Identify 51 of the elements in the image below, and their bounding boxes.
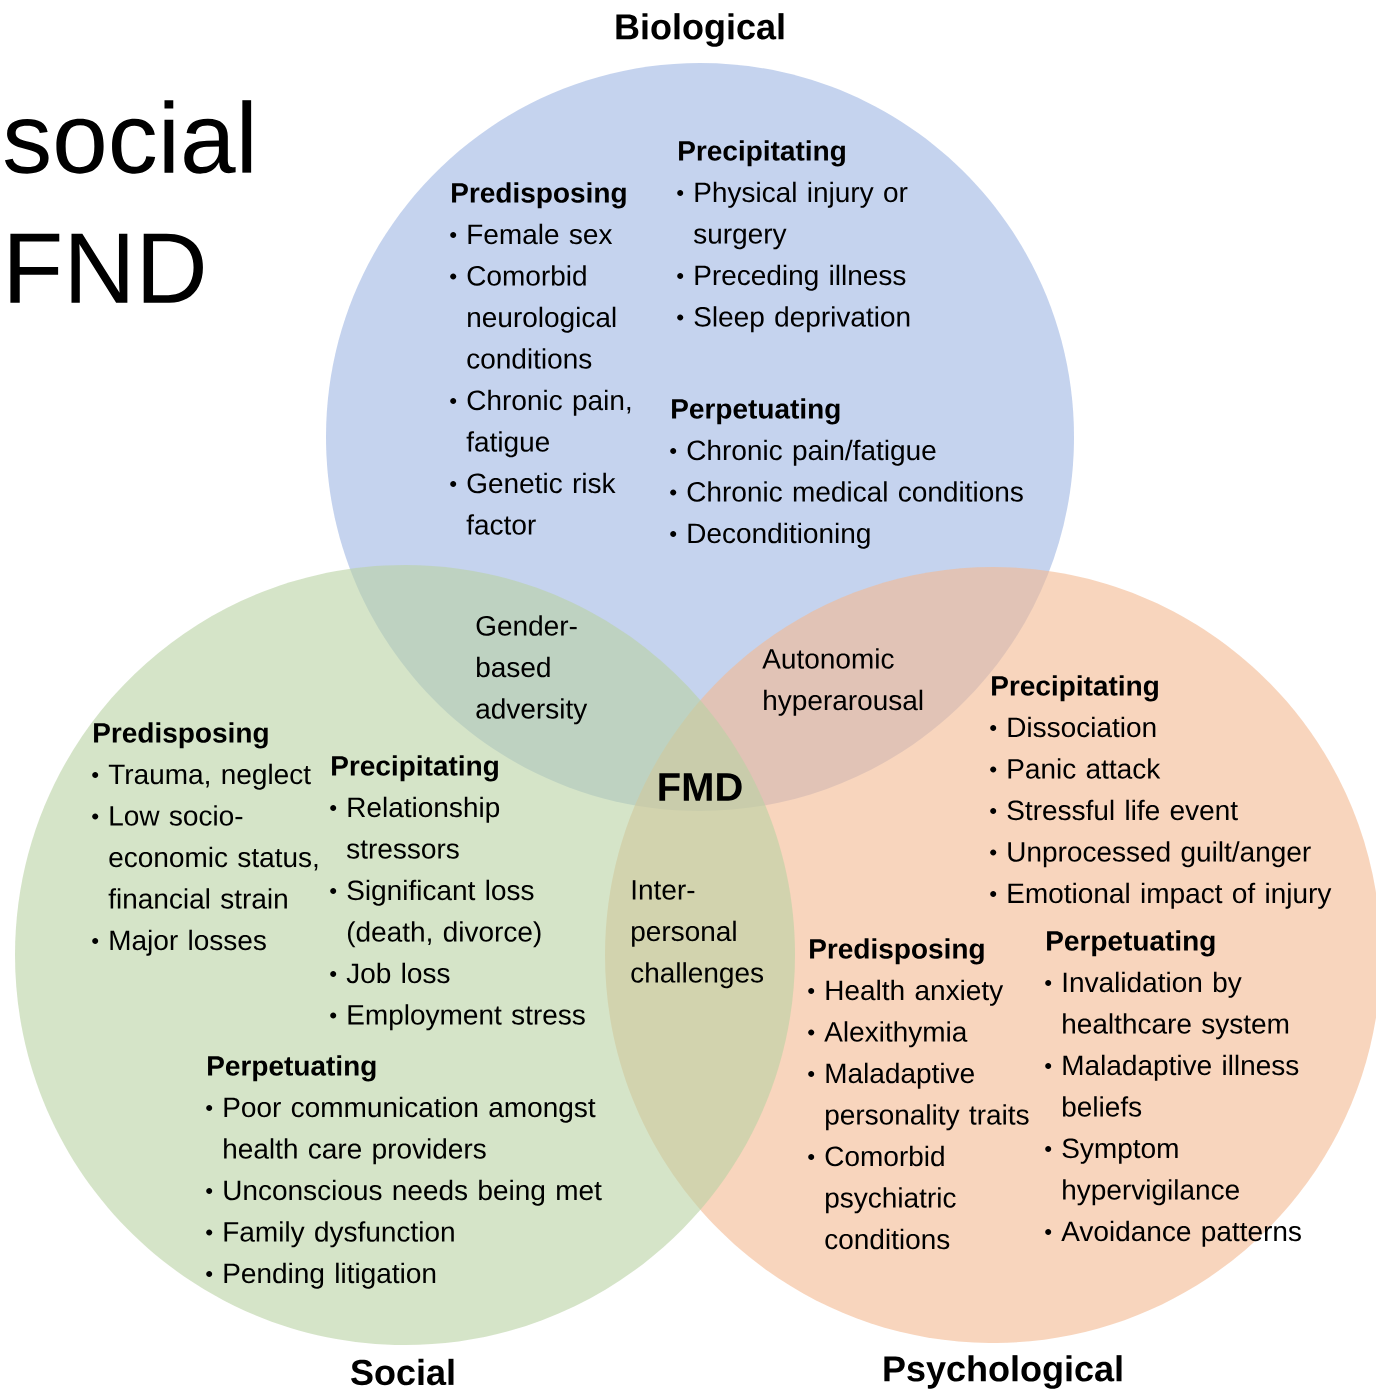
- bullet-item: Poor communication amongst health care providers: [206, 1096, 596, 1165]
- bullet-item: Avoidance patterns: [1045, 1220, 1301, 1247]
- bullet-item: Comorbid neurological conditions: [450, 265, 616, 369]
- section-heading: Predisposing: [94, 722, 268, 749]
- bullet-item: Employment stress: [330, 1004, 585, 1031]
- bullet-item: Sleep deprivation: [677, 306, 910, 333]
- bullet-item: Emotional impact of injury: [990, 882, 1332, 909]
- center-label: FMD: [659, 773, 742, 801]
- circle-heading: Biological: [616, 13, 784, 47]
- overlap-label: Inter-personal challenges: [631, 880, 764, 989]
- bullet-item: Maladaptive personality traits: [808, 1062, 1029, 1131]
- bullet-item: Pending litigation: [206, 1262, 436, 1289]
- section-heading: Perpetuating: [1047, 930, 1215, 957]
- circle-heading: Psychological: [884, 1355, 1122, 1389]
- bullet-item: Chronic pain/fatigue: [670, 439, 936, 466]
- overlap-label: Gender-based adversity: [476, 615, 588, 725]
- bullet-item: Low socio-economic status, financial strain: [92, 805, 318, 909]
- bullet-item: Chronic medical conditions: [670, 481, 1023, 502]
- bullet-item: Female sex: [450, 223, 613, 245]
- bullet-item: Major losses: [92, 929, 266, 956]
- bullet-item: Significant loss (death, divorce): [330, 879, 541, 948]
- section-heading: Predisposing: [452, 182, 626, 209]
- bullet-item: Genetic risk factor: [450, 472, 616, 535]
- bullet-item: Invalidation by healthcare system: [1045, 971, 1289, 1040]
- bullet-item: Deconditioning: [670, 522, 870, 549]
- bullet-item: Unconscious needs being met: [206, 1179, 602, 1206]
- bullet-item: Trauma, neglect: [92, 763, 311, 790]
- bullet-item: Physical injury or surgery: [677, 181, 908, 250]
- bullet-item: Unprocessed guilt/anger: [990, 841, 1311, 868]
- bullet-item: Job loss: [330, 962, 450, 984]
- slide-title: social FND: [5, 100, 252, 303]
- bullet-item: Dissociation: [990, 716, 1156, 738]
- bullet-item: Health anxiety: [808, 979, 1004, 1006]
- section-heading: Precipitating: [332, 755, 498, 782]
- section-heading: Perpetuating: [672, 398, 840, 425]
- bullet-item: Relationship stressors: [330, 796, 500, 859]
- bullet-item: Comorbid psychiatric conditions: [808, 1145, 956, 1250]
- section-heading: Precipitating: [679, 140, 845, 167]
- bullet-item: Stressful life event: [990, 799, 1238, 821]
- bullet-item: Panic attack: [990, 758, 1161, 779]
- overlap-label: Autonomic hyperarousal: [762, 648, 923, 716]
- section-heading: Predisposing: [810, 938, 984, 965]
- section-heading: Precipitating: [992, 675, 1158, 702]
- bullet-item: Preceding illness: [677, 264, 906, 291]
- bullet-item: Chronic pain, fatigue: [450, 389, 631, 458]
- section-heading: Perpetuating: [208, 1055, 376, 1082]
- bullet-item: Maladaptive illness beliefs: [1045, 1054, 1299, 1117]
- circle-heading: Social: [351, 1358, 454, 1386]
- bullet-item: Alexithymia: [808, 1021, 968, 1048]
- bullet-item: Family dysfunction: [206, 1221, 454, 1248]
- bullet-item: Symptom hypervigilance: [1045, 1138, 1239, 1206]
